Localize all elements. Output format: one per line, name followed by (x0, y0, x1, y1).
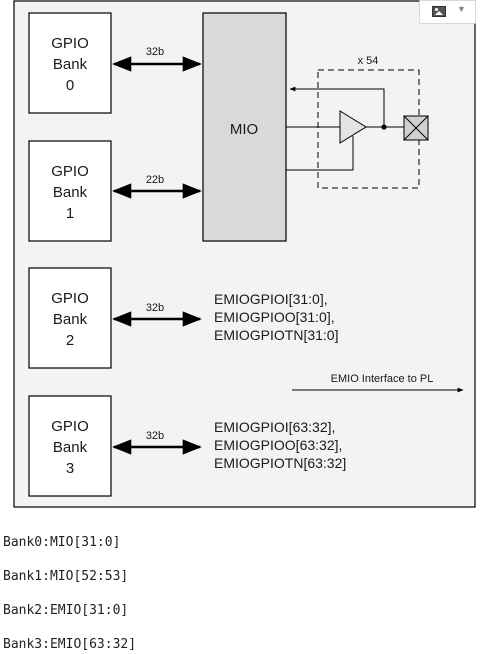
emio-signal-b-1: EMIOGPIOI[63:32], (214, 419, 335, 435)
gpio-bank-1: GPIO Bank 1 (28, 140, 112, 242)
emio-signals-bank-3: EMIOGPIOI[63:32], EMIOGPIOO[63:32], EMIO… (214, 419, 346, 471)
bank-2-line1: GPIO (51, 290, 89, 307)
mio-label: MIO (230, 121, 258, 138)
bank-0-line2: Bank (53, 56, 88, 73)
bus-label-bank-0: 32b (146, 46, 164, 58)
pad-icon (403, 115, 429, 141)
bus-label-bank-3: 32b (146, 430, 164, 442)
note-bank-1: Bank1:MIO[52:53] (3, 569, 129, 584)
junction-dot (381, 124, 387, 130)
bank-1-line1: GPIO (51, 163, 89, 180)
bank-3-line1: GPIO (51, 418, 89, 435)
image-toolbar[interactable]: ▼ (419, 0, 476, 24)
bus-arrow-bank-3: 32b (112, 430, 202, 455)
emio-signal-b-3: EMIOGPIOTN[63:32] (214, 455, 346, 471)
emio-signals-bank-2: EMIOGPIOI[31:0], EMIOGPIOO[31:0], EMIOGP… (214, 291, 338, 343)
bus-label-bank-2: 32b (146, 302, 164, 314)
note-bank-3: Bank3:EMIO[63:32] (3, 637, 137, 652)
bank-3-line2: Bank (53, 439, 88, 456)
enable-path (286, 136, 354, 171)
bank-2-line3: 2 (66, 332, 74, 349)
input-path (289, 86, 385, 127)
note-bank-2: Bank2:EMIO[31:0] (3, 603, 129, 618)
bus-arrow-bank-2: 32b (112, 302, 202, 327)
emio-signal-a-2: EMIOGPIOO[31:0], (214, 309, 335, 325)
tristate-buffer-icon (339, 110, 367, 144)
bank-2-line2: Bank (53, 311, 88, 328)
bank-1-line2: Bank (53, 184, 88, 201)
bank-0-line1: GPIO (51, 35, 89, 52)
caret-down-icon[interactable]: ▼ (457, 4, 466, 14)
gpio-block-diagram: GPIO Bank 0 GPIO Bank 1 GPIO Bank 2 GPIO… (13, 0, 476, 508)
emio-interface-label: EMIO Interface to PL (331, 373, 434, 385)
bank-3-line3: 3 (66, 460, 74, 477)
gpio-bank-0: GPIO Bank 0 (28, 12, 112, 114)
bus-arrow-bank-1: 22b (112, 174, 202, 199)
gpio-bank-3: GPIO Bank 3 (28, 395, 112, 497)
note-bank-0: Bank0:MIO[31:0] (3, 535, 121, 550)
bus-arrow-bank-0: 32b (112, 46, 202, 72)
emio-interface: EMIO Interface to PL (292, 373, 464, 393)
emio-signal-b-2: EMIOGPIOO[63:32], (214, 437, 342, 453)
bus-label-bank-1: 22b (146, 174, 164, 186)
gpio-bank-2: GPIO Bank 2 (28, 267, 112, 369)
multiplier-label: x 54 (358, 55, 379, 67)
bank-1-line3: 1 (66, 205, 74, 222)
io-buffer-group: x 54 (286, 55, 429, 189)
bank-0-line3: 0 (66, 77, 74, 94)
picture-icon[interactable] (432, 6, 446, 17)
emio-signal-a-1: EMIOGPIOI[31:0], (214, 291, 328, 307)
mio-block: MIO (202, 12, 287, 242)
emio-signal-a-3: EMIOGPIOTN[31:0] (214, 327, 338, 343)
